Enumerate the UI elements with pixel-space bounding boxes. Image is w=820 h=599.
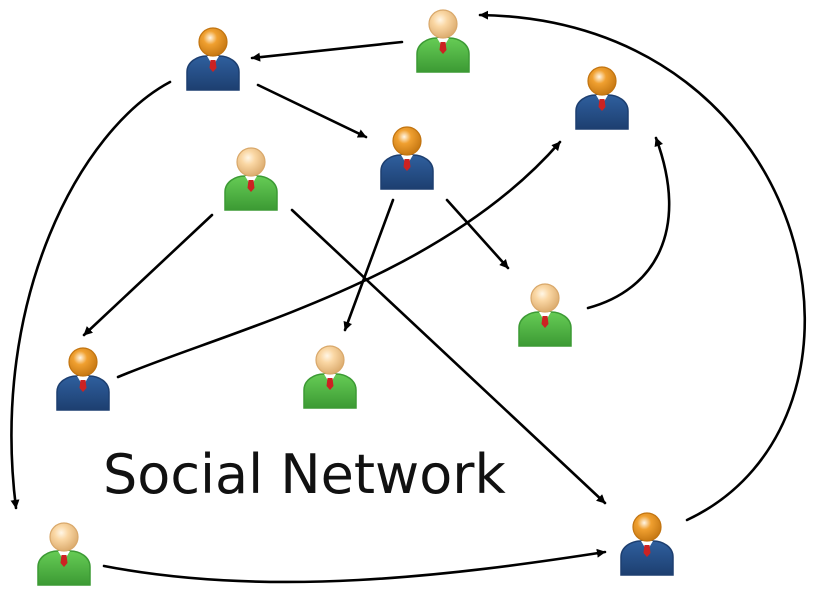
person-icon-blue-n3 (575, 66, 629, 130)
edge-n7-to-n3 (116, 140, 562, 379)
edge-n1-to-n9 (10, 80, 172, 510)
edge-n5-to-n8 (445, 198, 510, 270)
edge-n2-to-n1 (250, 40, 404, 62)
edge-n4-to-n10 (290, 208, 607, 505)
person-icon-blue-n7 (56, 347, 110, 411)
person-icon-green-n9 (37, 522, 91, 586)
person-icon-green-n6 (518, 283, 572, 347)
person-icon-green-n4 (224, 147, 278, 211)
edge-n1-to-n5 (256, 83, 368, 139)
edge-n10-to-n2 (478, 10, 807, 522)
edges-layer (10, 10, 807, 584)
diagram-title: Social Network (103, 443, 506, 506)
person-icon-blue-n10 (620, 512, 674, 576)
edge-n9-to-n10 (102, 548, 607, 584)
edge-n6-to-n3 (586, 136, 671, 310)
person-icon-blue-n1 (186, 27, 240, 91)
person-icon-blue-n5 (380, 126, 434, 190)
person-icon-green-n8 (303, 345, 357, 409)
edge-n5-to-n6 (343, 198, 395, 332)
edge-n4-to-n7 (82, 213, 214, 337)
person-icon-green-n2 (416, 9, 470, 73)
nodes-layer (37, 9, 674, 586)
